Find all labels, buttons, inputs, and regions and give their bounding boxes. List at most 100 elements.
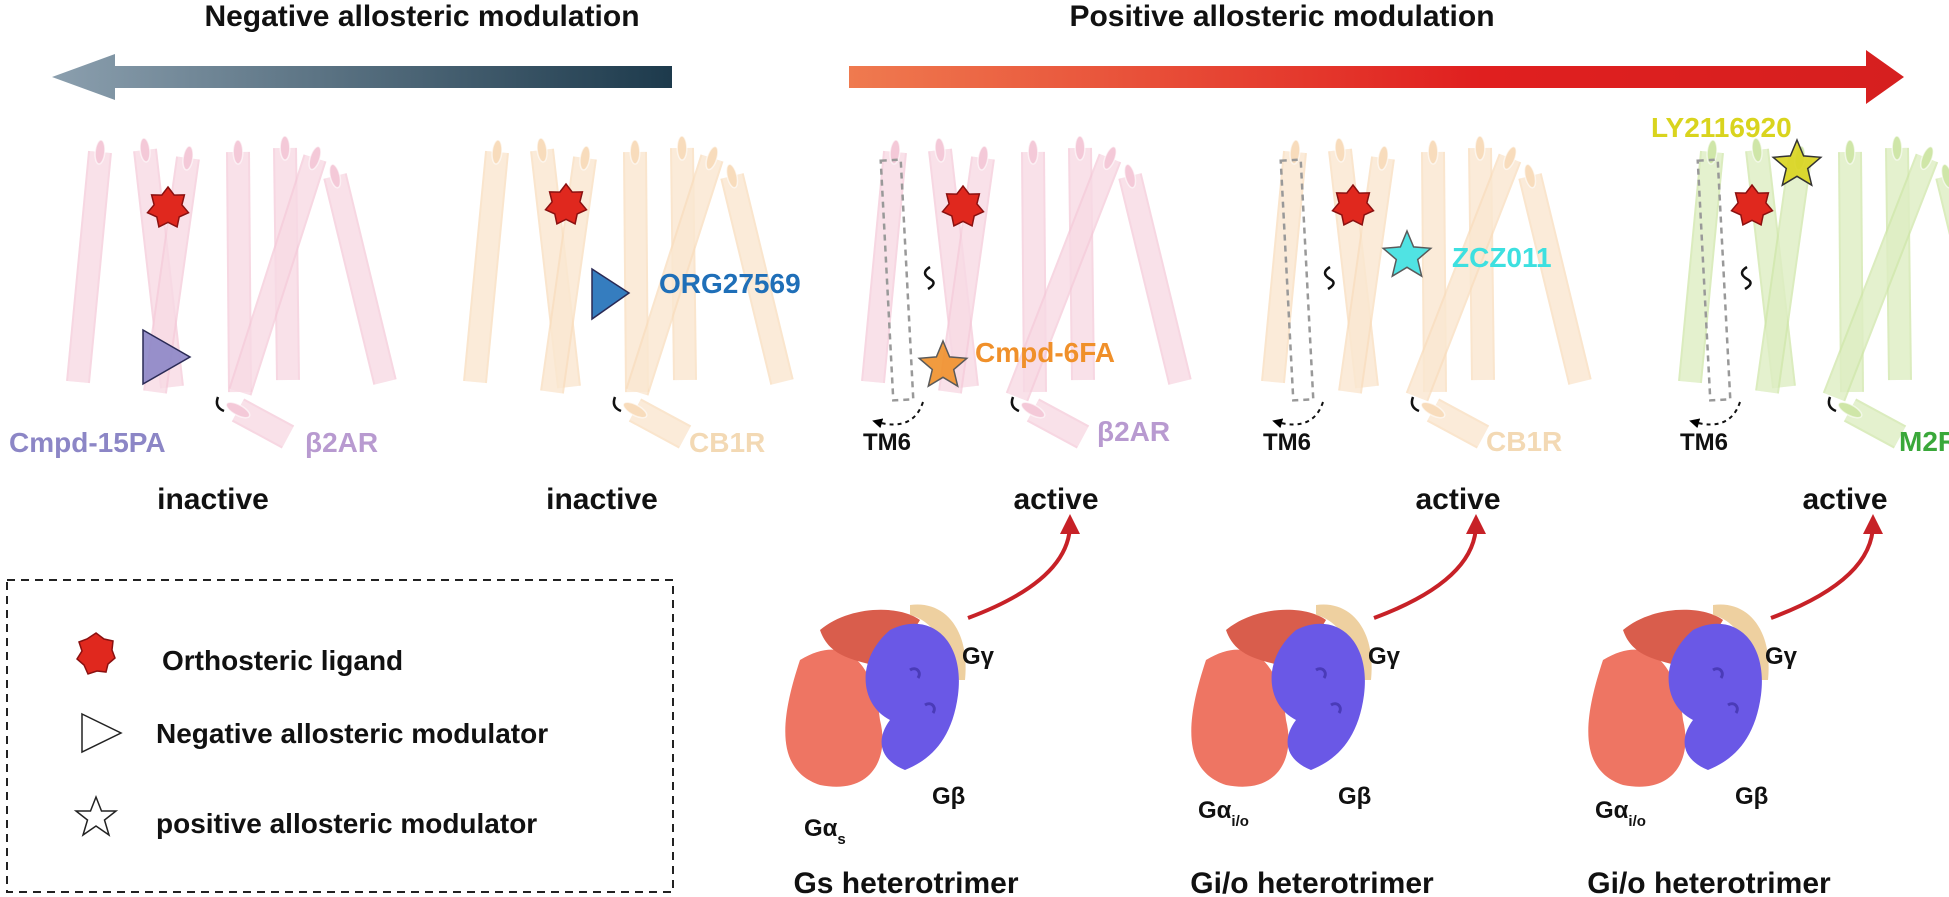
kink-line [1740,265,1752,291]
helix-cap [1706,139,1718,165]
helix-cap [1751,137,1763,163]
tm6-motion-arrow [1689,401,1741,429]
loop-line [215,396,225,413]
helix [226,151,252,393]
orthosteric-ligand-icon [146,185,190,229]
state-label: inactive [546,483,658,516]
helix-cap [1334,137,1346,163]
tm6-label: TM6 [863,429,911,456]
helix-cap [1020,401,1046,419]
tm6-highlight-box [1696,158,1732,402]
receptor-label: CB1R [1486,426,1562,457]
gbeta-subunit [1668,623,1762,770]
state-label: active [1415,483,1500,516]
legend-negative-label: Negative allosteric modulator [156,718,548,749]
tm6-label: TM6 [1680,429,1728,456]
helix-highlight [1520,173,1590,385]
helix-highlight [1680,151,1722,383]
galpha-label: Gαi/o [1198,797,1249,830]
orthosteric-ligand-icon [941,184,985,228]
helix [720,173,794,385]
kink-line [923,265,935,291]
legend-box: Orthosteric ligand Negative allosteric m… [6,579,674,893]
helix-cap [629,139,641,165]
helix [1338,156,1395,394]
helix [1005,153,1122,402]
gbeta-texture [909,667,936,714]
helix-highlight [1407,154,1520,401]
modulator-label: Cmpd-6FA [975,337,1115,368]
tm6-motion-arrow [872,401,924,429]
activation-curve-arrow [1770,514,1883,620]
modulator-label: ORG27569 [659,268,801,299]
tm6-motion-arrow [1272,401,1324,429]
helix [66,150,112,384]
helix-cap [1523,163,1537,189]
negative-modulation-title: Negative allosteric modulation [204,0,639,33]
helix-cap [1940,163,1949,189]
helix-cap [491,139,503,165]
helix-cap [1123,163,1137,189]
gbeta-subunit [1271,623,1365,770]
state-label: inactive [157,483,269,516]
helix-highlight [228,151,250,393]
ggamma-label: Gγ [1368,643,1401,670]
gbeta-subunit [865,623,959,770]
helix-highlight [1757,156,1810,394]
negative-modulator-icon [591,267,631,321]
helix-cap [1074,135,1086,161]
positive-modulator-icon [1771,138,1823,187]
helix [463,150,509,384]
helix-cap [182,145,194,171]
helix-cap [225,401,251,419]
helix [1755,156,1812,394]
orthosteric-ligand-icon [544,182,588,226]
receptor-label: β2AR [305,427,378,458]
galpha-subscript: i/o [1628,813,1646,830]
tm6-highlight-box [879,158,915,402]
legend-orthosteric-label: Orthosteric ligand [162,645,403,676]
modulator-label: Cmpd-15PA [9,427,166,458]
ggamma-label: Gγ [1765,643,1798,670]
negative-modulator-icon [142,328,192,386]
galpha-subscript: i/o [1231,813,1249,830]
heterotrimer-label: Gi/o heterotrimer [1587,867,1831,897]
helix [861,150,907,384]
gbeta-texture [1712,667,1739,714]
helix-cap [1837,401,1863,419]
helix [1118,173,1192,385]
helix-cap [536,137,548,163]
helix-cap [139,137,151,163]
helix [1678,150,1724,384]
ggamma-label: Gγ [962,643,995,670]
orthosteric-ligand-icon [76,632,116,675]
helix-highlight [722,173,792,385]
receptor-label: CB1R [689,427,765,458]
helix-cap [1503,145,1517,171]
helix-cap [1420,401,1446,419]
helix-highlight [627,154,722,396]
helix-highlight [1340,156,1393,394]
negative-modulator-icon [81,712,123,754]
helix-cap [1377,145,1389,171]
gbeta-label: Gβ [1735,783,1768,810]
state-label: active [1013,483,1098,516]
gbeta-label: Gβ [932,783,965,810]
tm6-label: TM6 [1263,429,1311,456]
helix-cap [579,145,591,171]
heterotrimer-label: Gi/o heterotrimer [1190,867,1434,897]
activation-curve-arrow [1373,514,1486,620]
helix [323,173,397,385]
helix-cap [1844,139,1856,165]
helix-cap [94,139,106,165]
galpha-label: Gαi/o [1595,797,1646,830]
helix-cap [279,135,291,161]
helix-cap [1027,139,1039,165]
helix-highlight [325,173,395,385]
